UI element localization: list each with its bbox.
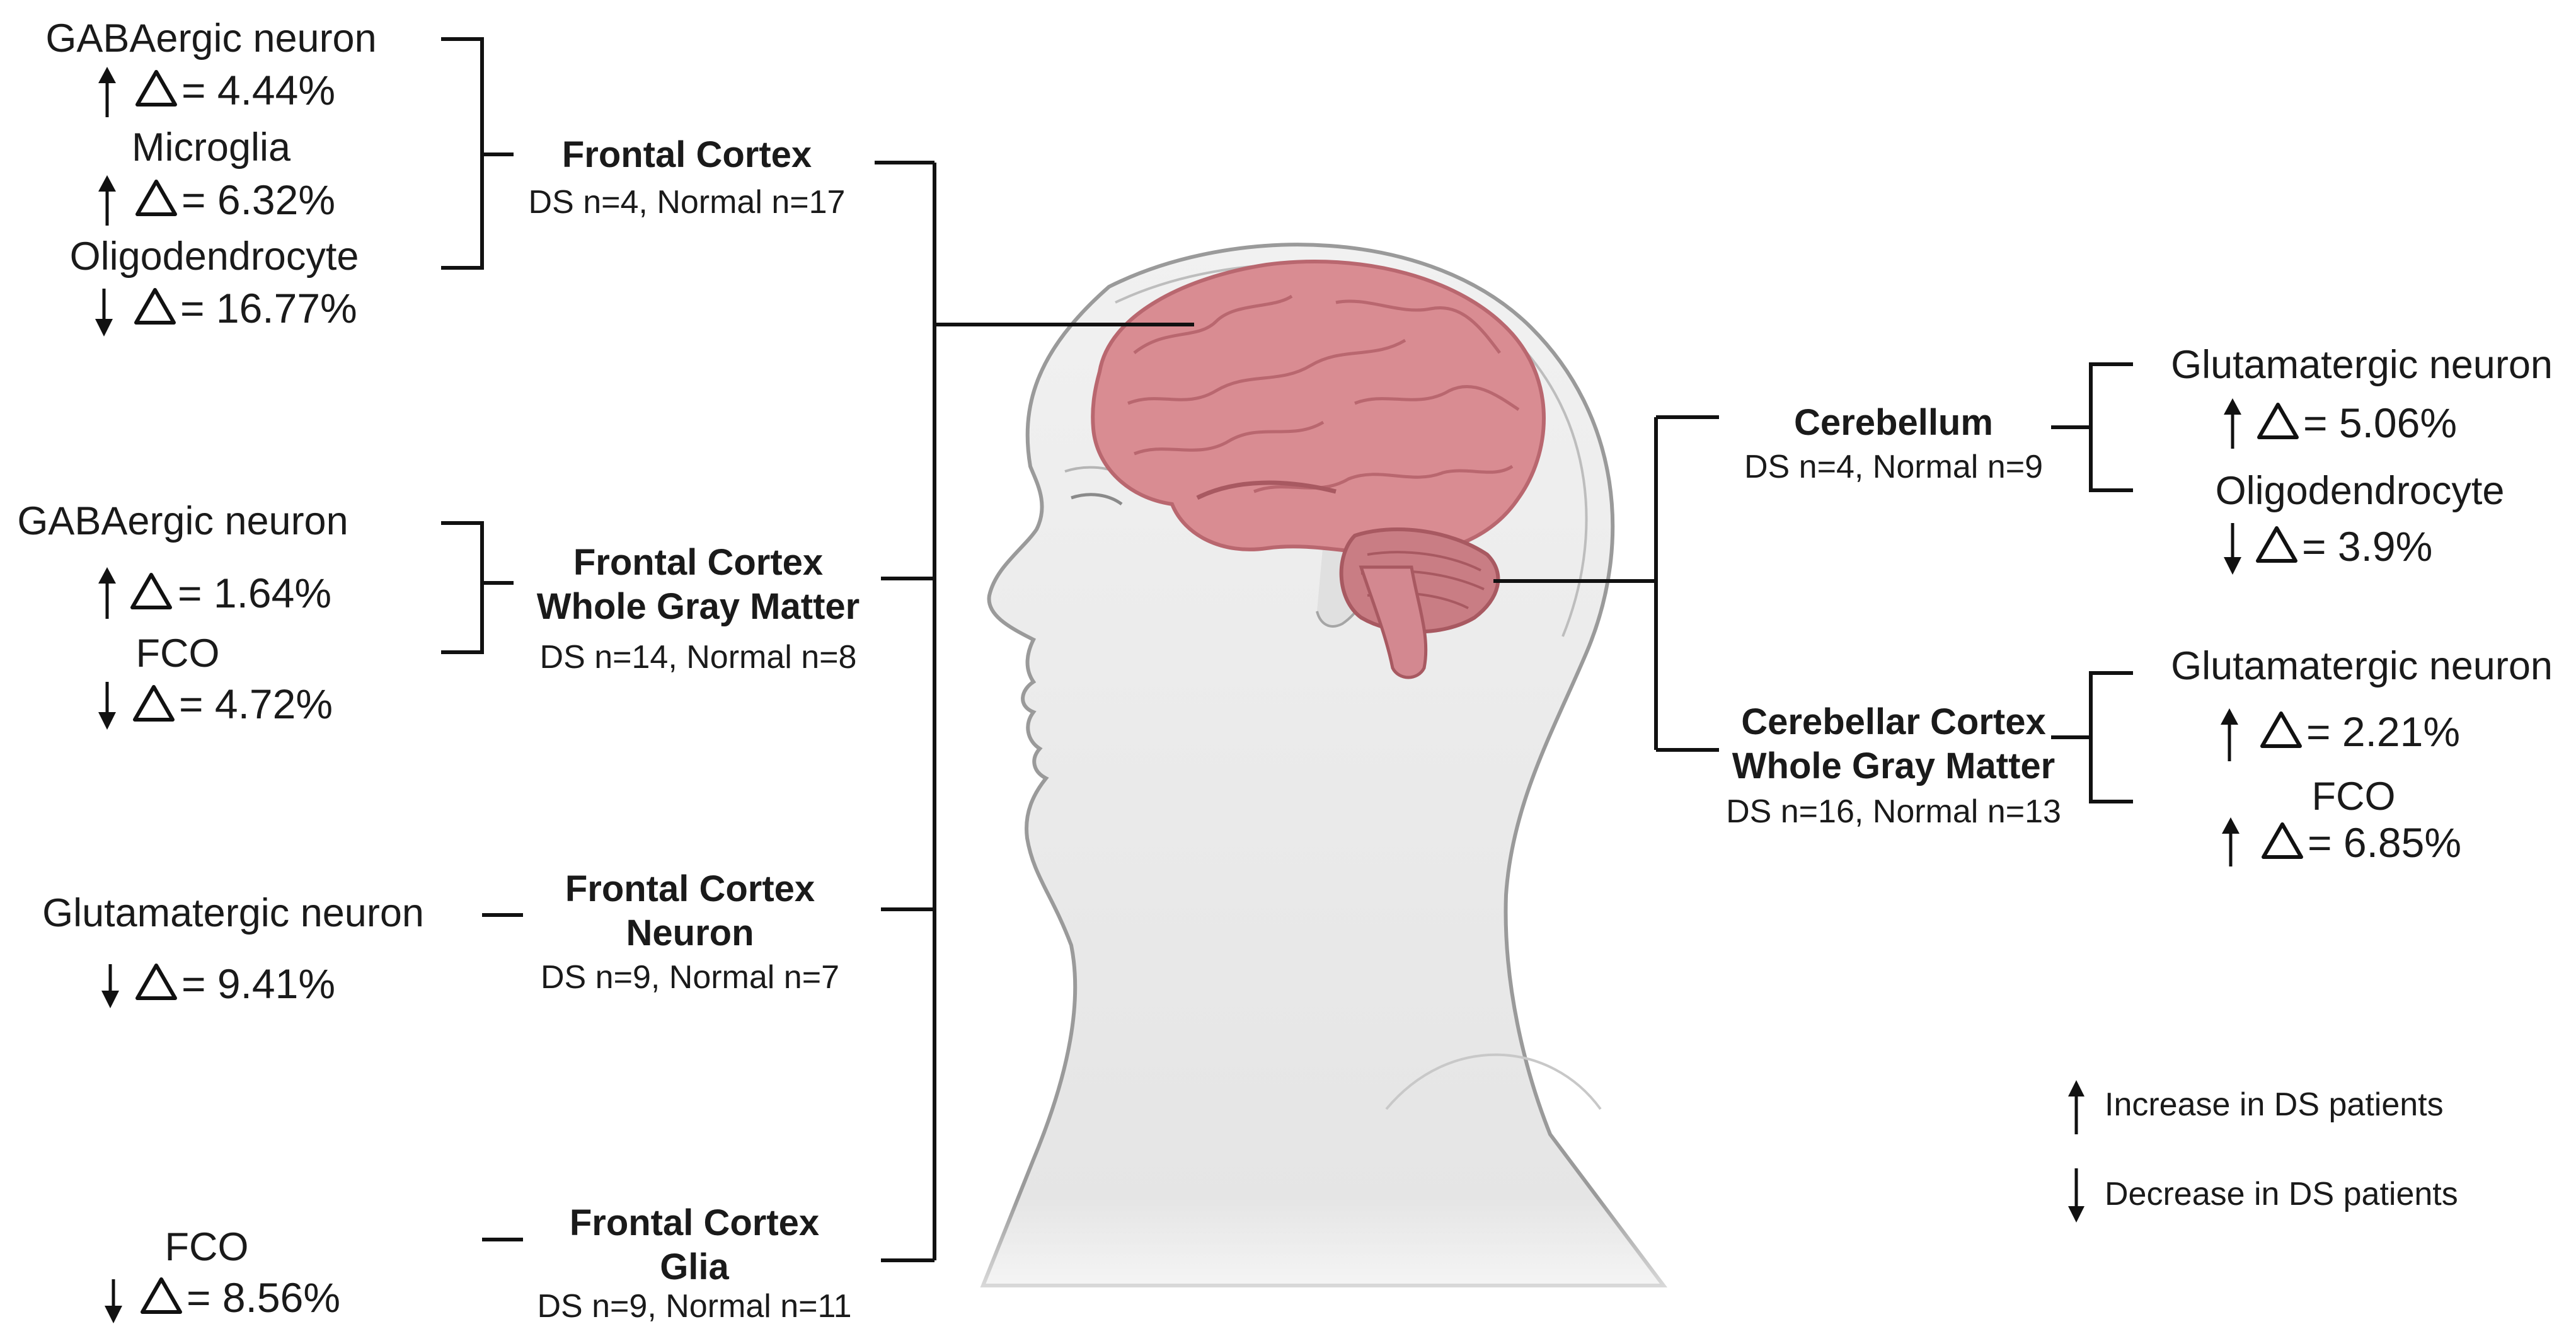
delta-value: = 2.21% (2306, 708, 2460, 755)
delta-triangle-icon (2257, 403, 2299, 439)
cell-type-name: FCO (165, 1225, 249, 1269)
region-title-line1: Frontal Cortex (570, 1202, 819, 1243)
region-title-line1: Cerebellum (1794, 402, 1993, 443)
delta-triangle-icon (141, 1277, 182, 1314)
arrow-up-icon (2222, 817, 2240, 866)
arrow-down-icon (2224, 523, 2241, 575)
region-counts: DS n=4, Normal n=17 (529, 184, 846, 221)
delta-triangle-icon (134, 288, 176, 325)
arrow-up-icon (2068, 1080, 2084, 1134)
region-counts: DS n=4, Normal n=9 (1744, 449, 2043, 485)
cell-entry: Glutamatergic neuron = 2.21% (2171, 644, 2553, 761)
cell-entry: Oligodendrocyte = 3.9% (2216, 469, 2505, 575)
delta-triangle-icon (2262, 822, 2303, 859)
cell-entry: Oligodendrocyte = 16.77% (70, 234, 359, 337)
cell-entry: FCO = 4.72% (98, 631, 333, 730)
brain-gyri-1 (1127, 294, 1520, 493)
region-cerebellum: Cerebellum DS n=4, Normal n=9 (1744, 402, 2043, 485)
cell-type-name: Glutamatergic neuron (42, 891, 424, 935)
delta-triangle-icon (2256, 526, 2297, 563)
legend: Increase in DS patients Decrease in DS p… (2068, 1080, 2458, 1223)
delta-triangle-icon (130, 573, 172, 609)
cell-entry: GABAergic neuron = 4.44% (45, 16, 377, 117)
region-title-line2: Whole Gray Matter (537, 586, 860, 627)
arrow-down-icon (95, 289, 113, 337)
delta-value: = 6.32% (181, 176, 335, 223)
region-frontal-cortex-neuron: Frontal Cortex Neuron DS n=9, Normal n=7 (541, 868, 839, 996)
arrow-down-icon (98, 682, 116, 730)
arrow-up-icon (98, 567, 116, 619)
cell-type-name: Glutamatergic neuron (2171, 644, 2553, 688)
arrow-up-icon (98, 67, 116, 117)
lateral-sulcus (1196, 480, 1337, 500)
bracket-fcgm (441, 521, 484, 654)
eye-line (1071, 493, 1123, 506)
region-title-line2: Neuron (626, 912, 754, 953)
cerebrum (1091, 260, 1546, 557)
region-title-line1: Cerebellar Cortex (1741, 701, 2046, 742)
region-title-line1: Frontal Cortex (562, 134, 812, 175)
cell-type-name: FCO (2312, 774, 2396, 819)
delta-triangle-icon (135, 180, 177, 216)
bottom-fade (945, 1197, 1701, 1341)
region-frontal-cortex-glia: Frontal Cortex Glia DS n=9, Normal n=11 (537, 1202, 851, 1325)
legend-increase-label: Increase in DS patients (2105, 1086, 2444, 1123)
region-title-line2: Glia (660, 1246, 729, 1287)
bracket-cbgm (2089, 671, 2133, 803)
arrow-down-icon (105, 1279, 122, 1323)
cell-type-name: Glutamatergic neuron (2171, 343, 2553, 387)
cell-type-name: GABAergic neuron (17, 499, 348, 543)
region-cerebellar-cortex-whole-gray-matter: Cerebellar Cortex Whole Gray Matter DS n… (1726, 701, 2061, 830)
region-counts: DS n=9, Normal n=7 (541, 959, 839, 996)
cell-entry: Glutamatergic neuron = 5.06% (2171, 343, 2553, 449)
delta-value: = 4.72% (179, 681, 333, 727)
delta-value: = 1.64% (178, 570, 331, 616)
delta-triangle-icon (2260, 711, 2302, 748)
cell-entry: FCO = 6.85% (2222, 774, 2461, 866)
delta-value: = 9.41% (181, 960, 335, 1007)
arrow-up-icon (2221, 708, 2238, 761)
region-counts: DS n=9, Normal n=11 (537, 1288, 851, 1325)
bracket-fc (441, 37, 484, 270)
delta-value: = 3.9% (2302, 523, 2432, 570)
cell-type-name: Oligodendrocyte (70, 234, 359, 279)
cell-type-name: FCO (136, 631, 220, 676)
region-title-line1: Frontal Cortex (565, 868, 815, 909)
cell-type-name: Oligodendrocyte (2216, 469, 2505, 513)
delta-value: = 6.85% (2308, 819, 2461, 866)
cell-entry: FCO = 8.56% (105, 1225, 340, 1323)
region-frontal-cortex-whole-gray-matter: Frontal Cortex Whole Gray Matter DS n=14… (537, 542, 860, 676)
delta-triangle-icon (135, 70, 177, 106)
delta-value: = 16.77% (180, 285, 357, 331)
region-title-line2: Whole Gray Matter (1732, 745, 2055, 786)
region-counts: DS n=16, Normal n=13 (1726, 793, 2061, 830)
bracket-cb (2089, 362, 2133, 492)
arrow-up-icon (98, 175, 116, 226)
cell-entry: Microglia = 6.32% (98, 125, 335, 226)
brainstem (1359, 565, 1428, 679)
legend-increase: Increase in DS patients (2068, 1080, 2444, 1134)
delta-value: = 5.06% (2303, 400, 2457, 446)
region-counts: DS n=14, Normal n=8 (540, 639, 857, 676)
delta-triangle-icon (135, 964, 177, 1000)
cell-entry: GABAergic neuron = 1.64% (17, 499, 348, 619)
neck-shoulder-line (1385, 1053, 1602, 1110)
cell-type-name: Microglia (132, 125, 291, 170)
legend-decrease-label: Decrease in DS patients (2105, 1176, 2458, 1212)
region-title-line1: Frontal Cortex (573, 542, 823, 583)
arrow-down-icon (101, 964, 119, 1008)
legend-decrease: Decrease in DS patients (2068, 1168, 2458, 1223)
delta-value: = 8.56% (187, 1274, 340, 1321)
arrow-up-icon (2224, 398, 2241, 449)
delta-value: = 4.44% (181, 67, 335, 113)
brain-illustration (1091, 260, 1546, 679)
cell-type-name: GABAergic neuron (45, 16, 376, 60)
arrow-down-icon (2068, 1168, 2084, 1223)
cell-entry: Glutamatergic neuron = 9.41% (42, 891, 424, 1008)
delta-triangle-icon (133, 685, 175, 722)
connector-lines (441, 37, 2133, 1262)
region-frontal-cortex: Frontal Cortex DS n=4, Normal n=17 (529, 134, 846, 221)
